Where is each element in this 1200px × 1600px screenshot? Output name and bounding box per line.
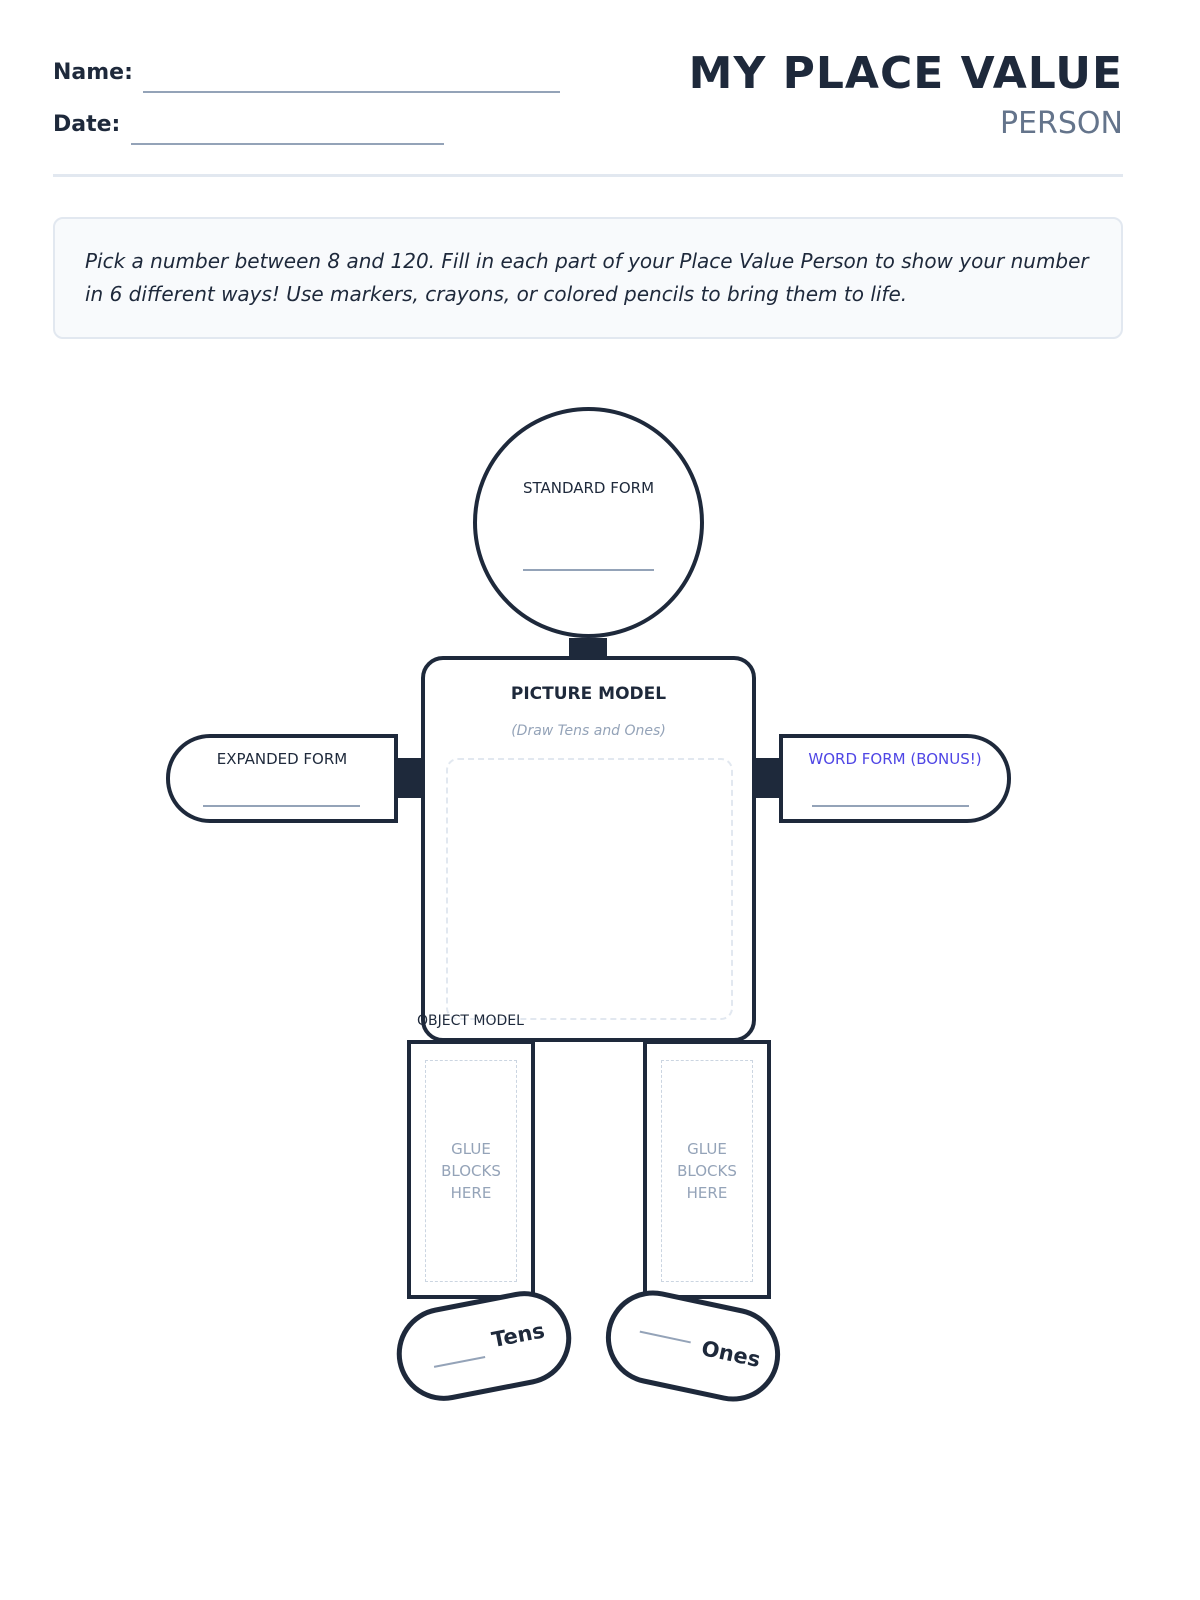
expanded-form-label: EXPANDED FORM	[216, 750, 348, 768]
left-foot-tens: Tens	[388, 1283, 580, 1409]
word-form-label: WORD FORM (BONUS!)	[808, 750, 982, 768]
glue-area-ones[interactable]: GLUE BLOCKS HERE	[661, 1060, 753, 1282]
glue-text: HERE	[450, 1184, 492, 1202]
head-standard-form: STANDARD FORM	[473, 407, 704, 638]
expanded-form-line[interactable]	[203, 805, 360, 807]
body-picture-model: PICTURE MODEL (Draw Tens and Ones)	[421, 656, 756, 1042]
standard-form-label: STANDARD FORM	[522, 479, 655, 497]
date-input-line[interactable]	[131, 143, 444, 145]
right-arm-word-form: WORD FORM (BONUS!)	[779, 734, 1011, 823]
left-arm-expanded-form: EXPANDED FORM	[166, 734, 398, 823]
tens-line[interactable]	[433, 1356, 486, 1368]
glue-text: BLOCKS	[441, 1162, 501, 1180]
divider	[53, 174, 1123, 177]
name-input-line[interactable]	[143, 91, 560, 93]
neck	[569, 638, 607, 658]
glue-text: GLUE	[687, 1140, 727, 1158]
page-subtitle: PERSON	[1000, 106, 1123, 141]
left-shoulder	[397, 758, 422, 798]
date-label: Date:	[53, 112, 121, 137]
glue-text: BLOCKS	[677, 1162, 737, 1180]
picture-model-hint: (Draw Tens and Ones)	[511, 723, 666, 739]
left-leg: GLUE BLOCKS HERE	[407, 1040, 535, 1299]
standard-form-line[interactable]	[523, 569, 654, 571]
tens-label: Tens	[489, 1318, 547, 1353]
picture-model-label: PICTURE MODEL	[510, 684, 667, 704]
drawing-area[interactable]	[446, 758, 733, 1020]
name-label: Name:	[53, 60, 133, 85]
object-model-label: OBJECT MODEL	[417, 1013, 524, 1029]
right-shoulder	[755, 758, 780, 798]
right-foot-ones: Ones	[597, 1281, 789, 1411]
ones-line[interactable]	[639, 1330, 691, 1344]
glue-area-tens[interactable]: GLUE BLOCKS HERE	[425, 1060, 517, 1282]
word-form-line[interactable]	[812, 805, 969, 807]
glue-text: HERE	[686, 1184, 728, 1202]
instructions-box: Pick a number between 8 and 120. Fill in…	[53, 217, 1123, 339]
ones-label: Ones	[699, 1336, 763, 1372]
glue-text: GLUE	[451, 1140, 491, 1158]
right-leg: GLUE BLOCKS HERE	[643, 1040, 771, 1299]
page-title: MY PLACE VALUE	[688, 48, 1123, 99]
